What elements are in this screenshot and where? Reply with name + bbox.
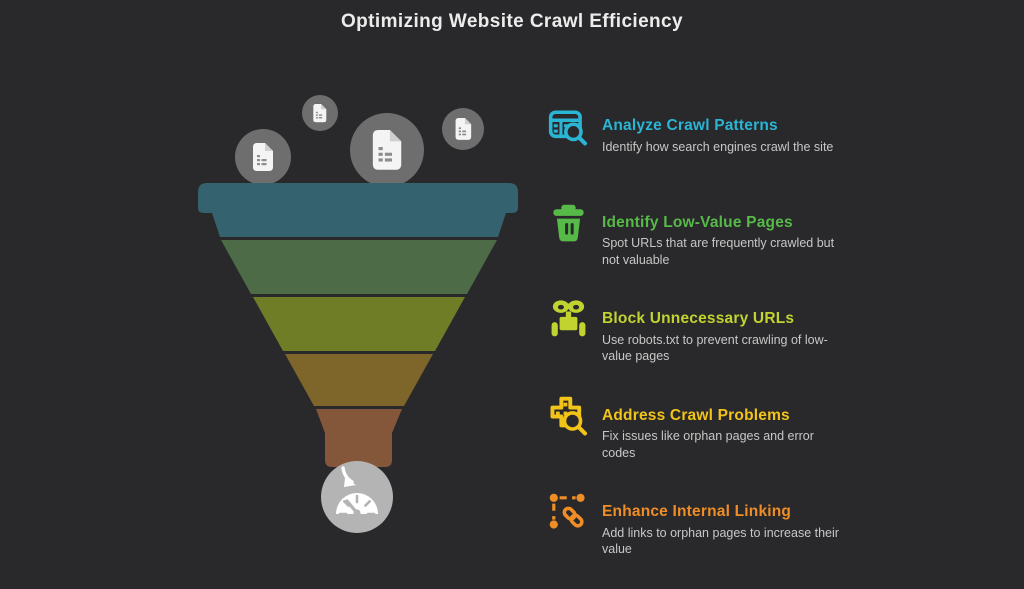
grid-search-icon xyxy=(550,396,588,435)
step-text: Block Unnecessary URLs Use robots.txt to… xyxy=(602,299,842,365)
step-title: Address Crawl Problems xyxy=(602,406,790,424)
step-description: Fix issues like orphan pages and error c… xyxy=(602,429,814,460)
table-search-icon xyxy=(548,110,588,146)
document-bubble xyxy=(302,95,338,131)
crawl-funnel-graphic xyxy=(198,95,518,533)
step-enhance-internal-linking: Enhance Internal Linking Add links to or… xyxy=(548,492,878,589)
step-title: Identify Low-Value Pages xyxy=(602,213,793,231)
step-description: Add links to orphan pages to increase th… xyxy=(602,525,839,557)
document-bubble xyxy=(235,129,291,185)
step-title: Enhance Internal Linking xyxy=(602,503,792,520)
gauge-icon xyxy=(336,493,378,517)
step-address-crawl-problems: Address Crawl Problems Fix issues like o… xyxy=(548,396,878,493)
step-text: Analyze Crawl Patterns Identify how sear… xyxy=(602,106,833,155)
document-bubble xyxy=(442,108,484,150)
steps-panel: Analyze Crawl Patterns Identify how sear… xyxy=(548,106,878,589)
infographic-page: { "page": { "title": "Optimizing Website… xyxy=(198,11,839,557)
funnel-band-2 xyxy=(221,240,497,294)
step-analyze-crawl-patterns: Analyze Crawl Patterns Identify how sear… xyxy=(548,106,878,203)
document-bubble xyxy=(350,113,424,187)
down-arrow-icon xyxy=(341,466,356,487)
page-title: Optimizing Website Crawl Efficiency xyxy=(341,11,683,32)
link-chain-icon xyxy=(549,493,585,529)
funnel-band-4 xyxy=(285,354,433,406)
funnel xyxy=(198,183,518,467)
step-text: Identify Low-Value Pages Spot URLs that … xyxy=(602,203,842,269)
step-text: Enhance Internal Linking Add links to or… xyxy=(602,492,842,558)
robot-icon xyxy=(551,300,586,337)
gauge-bubble xyxy=(321,461,393,533)
step-title: Block Unnecessary URLs xyxy=(602,310,795,327)
step-description: Spot URLs that are frequently crawled bu… xyxy=(602,236,835,267)
step-identify-low-value-pages: Identify Low-Value Pages Spot URLs that … xyxy=(548,203,878,300)
funnel-band-3 xyxy=(253,297,465,351)
step-block-unnecessary-urls: Block Unnecessary URLs Use robots.txt to… xyxy=(548,299,878,396)
funnel-band-1 xyxy=(198,183,518,237)
step-title: Analyze Crawl Patterns xyxy=(602,117,778,134)
step-text: Address Crawl Problems Fix issues like o… xyxy=(602,396,842,462)
trash-icon xyxy=(553,204,584,241)
step-description: Use robots.txt to prevent crawling of lo… xyxy=(602,332,828,364)
document-bubbles xyxy=(235,95,484,187)
funnel-band-5 xyxy=(316,409,402,467)
step-description: Identify how search engines crawl the si… xyxy=(602,139,834,154)
